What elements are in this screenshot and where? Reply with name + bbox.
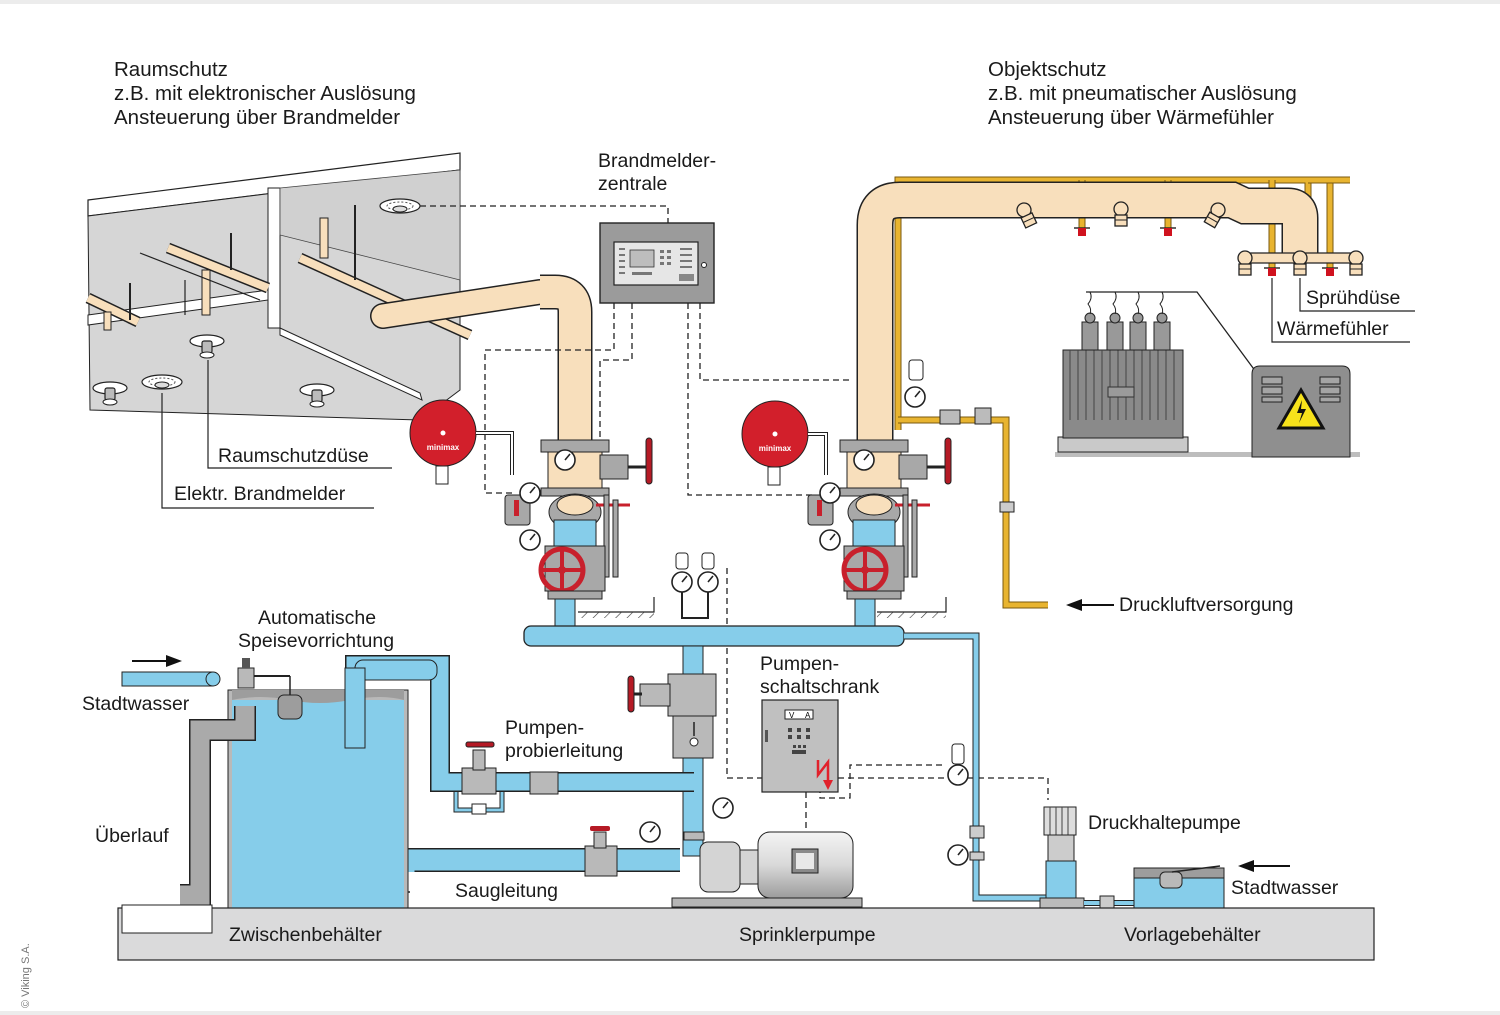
alarm-bell-right: minimax — [741, 400, 828, 486]
label-auto-feed: Automatische Speisevorrichtung — [238, 607, 395, 653]
label-jockey-pump: Druckhaltepumpe — [1088, 812, 1241, 834]
ammeter-label: A — [805, 711, 811, 720]
label-control-cabinet: Pumpen- schaltschrank — [760, 653, 879, 699]
top-border — [0, 0, 1500, 4]
bell-brand-label: minimax — [759, 444, 792, 453]
label-suction-line: Saugleitung — [455, 880, 559, 902]
room-protection-header: Raumschutz z.B. mit elektronischer Auslö… — [114, 58, 416, 130]
leader-lines — [161, 278, 1415, 509]
supply-tank — [1084, 865, 1225, 911]
riser-pipe-left — [540, 274, 593, 440]
object-protection-pipework — [856, 176, 1364, 609]
label-heat-sensor: Wärmefühler — [1277, 318, 1389, 340]
header-line: z.B. mit elektronischer Auslösung — [114, 82, 416, 105]
label-city-water-right: Stadtwasser — [1231, 877, 1339, 899]
label-room-nozzle: Raumschutzdüse — [218, 445, 369, 467]
label-spray-nozzle: Sprühdüse — [1306, 287, 1401, 309]
alarm-bell-left: minimax — [409, 399, 514, 485]
flow-arrows — [132, 599, 1290, 872]
label-line: Automatische — [257, 607, 377, 629]
arrow-left-icon — [1066, 599, 1082, 611]
room-ceiling-illustration — [85, 152, 553, 421]
label-line: Pumpen- — [760, 653, 840, 675]
label-supply-tank: Vorlagebehälter — [1124, 924, 1261, 946]
copyright-notice: © Viking S.A. — [20, 943, 32, 1008]
pump-control-cabinet: V A — [761, 699, 839, 793]
label-smoke-detector: Elektr. Brandmelder — [174, 483, 346, 505]
label-overflow: Überlauf — [95, 825, 169, 847]
label-fire-panel: Brandmelder- zentrale — [598, 150, 716, 196]
alarm-valve-station-left — [504, 437, 655, 618]
label-line: Pumpen- — [505, 717, 585, 739]
sprinkler-pump — [671, 831, 863, 908]
header-line: Ansteuerung über Brandmelder — [114, 106, 401, 129]
label-intermediate-tank: Zwischenbehälter — [229, 924, 382, 946]
header-title: Objektschutz — [988, 58, 1107, 81]
alarm-valve-station-right — [807, 437, 952, 618]
label-sprinkler-pump: Sprinklerpumpe — [739, 924, 876, 946]
jockey-pump — [1039, 806, 1085, 911]
arrow-left-icon — [1238, 860, 1254, 872]
label-line: probierleitung — [505, 740, 624, 762]
floor-plinth — [117, 907, 1375, 961]
voltmeter-label: V — [789, 711, 795, 720]
label-city-water-left: Stadtwasser — [82, 693, 190, 715]
label-line: Brandmelder- — [598, 150, 717, 172]
label-compressed-air: Druckluftversorgung — [1119, 594, 1294, 616]
bell-brand-label: minimax — [427, 443, 460, 452]
label-line: schaltschrank — [760, 676, 880, 698]
label-line: Speisevorrichtung — [238, 630, 395, 652]
header-title: Raumschutz — [114, 58, 228, 81]
header-line: z.B. mit pneumatischer Auslösung — [988, 82, 1297, 105]
label-test-line: Pumpen- probierleitung — [505, 717, 623, 763]
bottom-border — [0, 1011, 1500, 1015]
transformer-illustration — [1055, 291, 1360, 458]
label-line: zentrale — [598, 173, 668, 195]
fire-alarm-panel — [599, 222, 715, 304]
header-line: Ansteuerung über Wärmefühler — [988, 106, 1275, 129]
smoke-detector-icon — [379, 198, 421, 214]
object-protection-header: Objektschutz z.B. mit pneumatischer Ausl… — [988, 58, 1297, 130]
smoke-detector-icon — [141, 374, 183, 390]
arrow-right-icon — [166, 655, 182, 667]
